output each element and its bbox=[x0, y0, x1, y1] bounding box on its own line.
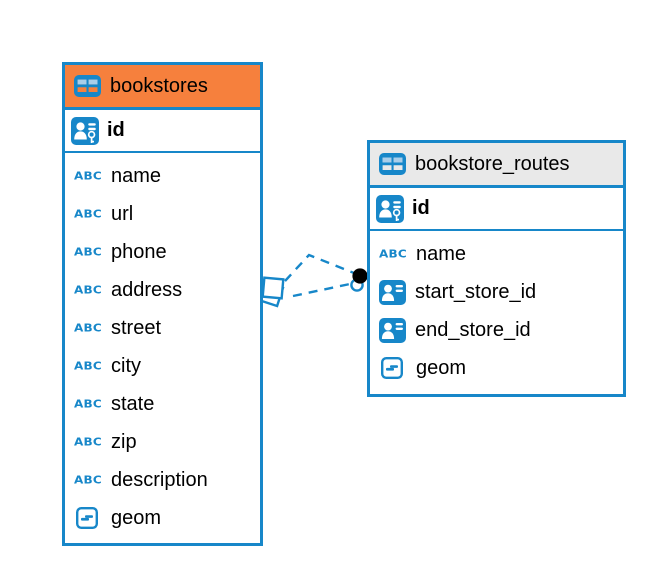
column-row-url[interactable]: ABC url bbox=[65, 195, 260, 233]
column-name: geom bbox=[111, 506, 162, 529]
column-row-start-store-id[interactable]: start_store_id bbox=[370, 273, 623, 311]
column-list: ABC name start_store_id end_store_id geo… bbox=[370, 231, 623, 387]
column-name: id bbox=[412, 197, 430, 219]
table-bookstores[interactable]: bookstores id ABC name ABC url ABC phone… bbox=[62, 62, 263, 546]
column-name: name bbox=[111, 164, 162, 187]
relationship-line-1[interactable] bbox=[284, 253, 355, 282]
table-title: bookstore_routes bbox=[415, 152, 570, 175]
column-row-id[interactable]: id bbox=[65, 110, 260, 153]
text-type-icon: ABC bbox=[74, 207, 102, 221]
table-bookstore-routes[interactable]: bookstore_routes id ABC name start_store… bbox=[367, 140, 626, 397]
column-name: state bbox=[111, 392, 155, 415]
column-row-street[interactable]: ABC street bbox=[65, 309, 260, 347]
column-name: address bbox=[111, 278, 183, 301]
column-row-name[interactable]: ABC name bbox=[370, 235, 623, 273]
column-name: street bbox=[111, 316, 162, 339]
table-header-bookstore-routes[interactable]: bookstore_routes bbox=[370, 143, 623, 188]
text-type-icon: ABC bbox=[74, 397, 102, 411]
primary-key-icon bbox=[376, 195, 404, 223]
column-row-zip[interactable]: ABC zip bbox=[65, 423, 260, 461]
text-type-icon: ABC bbox=[379, 247, 407, 261]
column-name: city bbox=[111, 354, 141, 377]
column-row-state[interactable]: ABC state bbox=[65, 385, 260, 423]
column-row-description[interactable]: ABC description bbox=[65, 461, 260, 499]
table-icon bbox=[74, 75, 101, 97]
column-name: url bbox=[111, 202, 134, 225]
table-title: bookstores bbox=[110, 74, 208, 97]
column-name: start_store_id bbox=[415, 280, 537, 303]
column-row-id[interactable]: id bbox=[370, 188, 623, 231]
text-type-icon: ABC bbox=[74, 359, 102, 373]
relationship-target-marker-dot[interactable] bbox=[350, 268, 368, 292]
column-row-geom[interactable]: geom bbox=[65, 499, 260, 537]
text-type-icon: ABC bbox=[74, 473, 102, 487]
column-name: phone bbox=[111, 240, 167, 263]
column-name: id bbox=[107, 119, 125, 141]
column-name: end_store_id bbox=[415, 318, 531, 341]
text-type-icon: ABC bbox=[74, 169, 102, 183]
column-row-city[interactable]: ABC city bbox=[65, 347, 260, 385]
object-type-icon bbox=[76, 507, 98, 529]
column-row-name[interactable]: ABC name bbox=[65, 157, 260, 195]
column-row-phone[interactable]: ABC phone bbox=[65, 233, 260, 271]
column-row-geom[interactable]: geom bbox=[370, 349, 623, 387]
relationship-line-2[interactable] bbox=[292, 282, 351, 298]
foreign-key-icon bbox=[379, 280, 406, 305]
text-type-icon: ABC bbox=[74, 321, 102, 335]
primary-key-icon bbox=[71, 117, 99, 145]
column-name: description bbox=[111, 468, 208, 491]
column-name: geom bbox=[416, 356, 467, 379]
column-row-address[interactable]: ABC address bbox=[65, 271, 260, 309]
column-name: zip bbox=[111, 430, 137, 453]
text-type-icon: ABC bbox=[74, 245, 102, 259]
foreign-key-icon bbox=[379, 318, 406, 343]
column-row-end-store-id[interactable]: end_store_id bbox=[370, 311, 623, 349]
object-type-icon bbox=[381, 357, 403, 379]
table-icon bbox=[379, 153, 406, 175]
text-type-icon: ABC bbox=[74, 283, 102, 297]
table-header-bookstores[interactable]: bookstores bbox=[65, 65, 260, 110]
column-name: name bbox=[416, 242, 467, 265]
text-type-icon: ABC bbox=[74, 435, 102, 449]
column-list: ABC name ABC url ABC phone ABC address A… bbox=[65, 153, 260, 537]
